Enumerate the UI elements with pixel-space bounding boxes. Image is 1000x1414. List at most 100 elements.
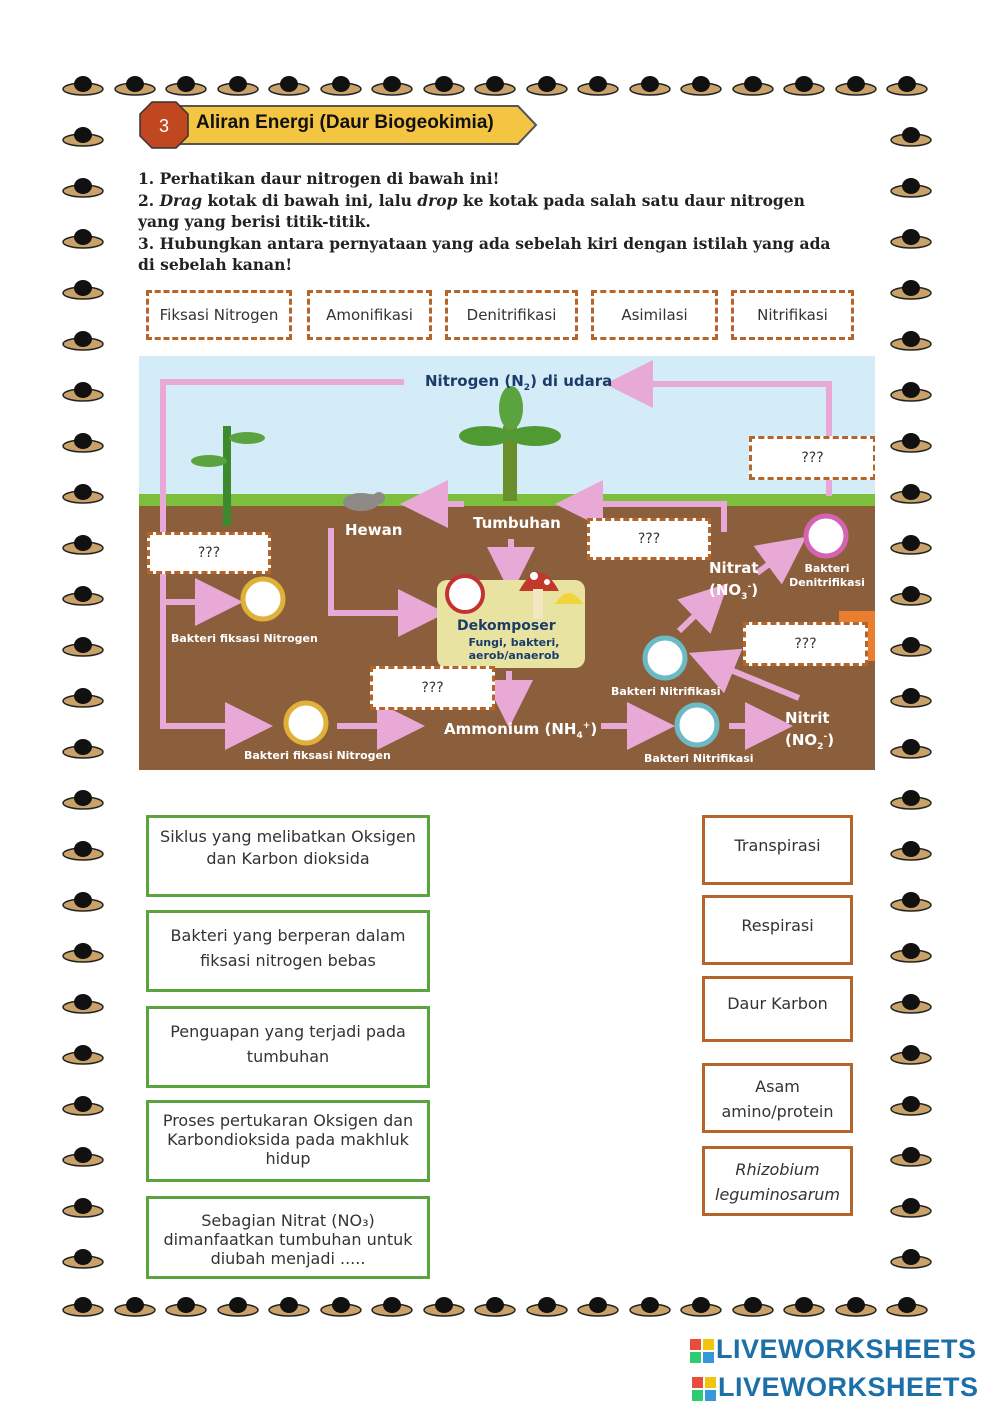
term-box-respirasi[interactable]: Respirasi — [702, 895, 853, 965]
nitrat-label: Nitrat (NO3-) — [709, 559, 759, 607]
hat-icon — [783, 1295, 825, 1317]
hat-icon — [474, 1295, 516, 1317]
hat-icon — [890, 227, 932, 249]
hat-icon — [165, 74, 207, 96]
hat-icon — [890, 584, 932, 606]
hat-icon — [423, 74, 465, 96]
hat-icon — [62, 1295, 104, 1317]
hat-icon — [526, 74, 568, 96]
word-fiksasi-nitrogen[interactable]: Fiksasi Nitrogen — [146, 290, 292, 340]
drop-target-amonifikasi[interactable]: ??? — [370, 666, 495, 710]
hat-icon — [680, 74, 722, 96]
watermark-2: LIVEWORKSHEETS — [718, 1372, 979, 1403]
hat-icon — [474, 74, 516, 96]
term-box-rhizobium[interactable]: Rhizobium leguminosarum — [702, 1146, 853, 1216]
hat-icon — [835, 1295, 877, 1317]
hat-icon — [890, 1094, 932, 1116]
hat-icon — [577, 1295, 619, 1317]
bakteri-fiksasi-label-1: Bakteri fiksasi Nitrogen — [171, 632, 318, 645]
hat-icon — [890, 1043, 932, 1065]
hat-icon — [268, 74, 310, 96]
hat-icon — [62, 1043, 104, 1065]
bakteri-nitrifikasi-label-1: Bakteri Nitrifikasi — [611, 685, 721, 698]
nitrogen-cycle-diagram: Nitrogen (N2) di udara Hewan Tumbuhan De… — [139, 356, 875, 770]
hat-icon — [732, 74, 774, 96]
hat-icon — [62, 1196, 104, 1218]
hat-icon — [890, 329, 932, 351]
hat-icon — [114, 1295, 156, 1317]
hat-icon — [165, 1295, 207, 1317]
nitrogen-air-label: Nitrogen (N2) di udara — [425, 372, 612, 393]
term-box-daur-karbon[interactable]: Daur Karbon — [702, 976, 853, 1042]
hat-icon — [890, 890, 932, 912]
word-amonifikasi[interactable]: Amonifikasi — [307, 290, 432, 340]
word-denitrifikasi[interactable]: Denitrifikasi — [445, 290, 578, 340]
drop-target-nitrifikasi[interactable]: ??? — [743, 622, 868, 666]
hat-icon — [62, 686, 104, 708]
hat-icon — [62, 533, 104, 555]
hat-icon — [629, 1295, 671, 1317]
hat-icon — [890, 1145, 932, 1167]
hat-icon — [62, 737, 104, 759]
hat-icon — [62, 431, 104, 453]
hat-icon — [835, 74, 877, 96]
instruction-3: 3. Hubungkan antara pernyataan yang ada … — [138, 233, 838, 275]
hat-icon — [62, 278, 104, 300]
term-box-transpirasi[interactable]: Transpirasi — [702, 815, 853, 885]
hat-icon — [890, 839, 932, 861]
hat-icon — [371, 74, 413, 96]
hat-icon — [732, 1295, 774, 1317]
tumbuhan-label: Tumbuhan — [473, 514, 561, 532]
ammonium-label: Ammonium (NH4+) — [444, 720, 597, 741]
nitrit-label: Nitrit (NO2-) — [785, 709, 834, 757]
hat-icon — [890, 1247, 932, 1269]
hat-icon — [62, 125, 104, 147]
hat-icon — [62, 227, 104, 249]
hat-icon — [320, 74, 362, 96]
instruction-1: 1. Perhatikan daur nitrogen di bawah ini… — [138, 168, 838, 189]
dekomposer-label: Dekomposer — [457, 618, 556, 634]
statement-box-1[interactable]: Siklus yang melibatkan Oksigen dan Karbo… — [146, 815, 430, 897]
hat-icon — [783, 74, 825, 96]
hat-icon — [62, 890, 104, 912]
hat-icon — [62, 380, 104, 402]
bakteri-fiksasi-label-2: Bakteri fiksasi Nitrogen — [244, 749, 391, 762]
hat-icon — [886, 74, 928, 96]
hat-icon — [423, 1295, 465, 1317]
hat-icon — [62, 992, 104, 1014]
drop-target-asimilasi[interactable]: ??? — [587, 518, 711, 560]
word-nitrifikasi[interactable]: Nitrifikasi — [731, 290, 854, 340]
drop-target-fiksasi[interactable]: ??? — [147, 532, 271, 574]
hat-icon — [890, 635, 932, 657]
hat-icon — [890, 737, 932, 759]
hat-icon — [890, 431, 932, 453]
hat-icon — [62, 584, 104, 606]
statement-box-4[interactable]: Proses pertukaran Oksigen dan Karbondiok… — [146, 1100, 430, 1182]
hat-icon — [62, 1247, 104, 1269]
hat-icon — [629, 74, 671, 96]
liveworksheets-logo-icon — [692, 1377, 716, 1401]
hat-icon — [217, 74, 259, 96]
statement-box-3[interactable]: Penguapan yang terjadi pada tumbuhan — [146, 1006, 430, 1088]
hat-icon — [890, 686, 932, 708]
hat-icon — [62, 329, 104, 351]
hewan-label: Hewan — [345, 521, 402, 539]
hat-icon — [371, 1295, 413, 1317]
word-asimilasi[interactable]: Asimilasi — [591, 290, 718, 340]
hat-icon — [890, 125, 932, 147]
dekomposer-desc: Fungi, bakteri, aerob/anaerob — [459, 636, 569, 662]
statement-box-5[interactable]: Sebagian Nitrat (NO₃) dimanfaatkan tumbu… — [146, 1196, 430, 1279]
liveworksheets-logo-icon — [690, 1339, 714, 1363]
hat-icon — [890, 380, 932, 402]
hat-icon — [886, 1295, 928, 1317]
section-number: 3 — [156, 116, 172, 137]
hat-icon — [62, 1145, 104, 1167]
hat-icon — [62, 788, 104, 810]
hat-icon — [890, 788, 932, 810]
hat-icon — [680, 1295, 722, 1317]
drop-target-denitrifikasi[interactable]: ??? — [749, 436, 875, 480]
hat-icon — [320, 1295, 362, 1317]
term-box-asam-amino[interactable]: Asam amino/protein — [702, 1063, 853, 1133]
hat-icon — [62, 635, 104, 657]
statement-box-2[interactable]: Bakteri yang berperan dalam fiksasi nitr… — [146, 910, 430, 992]
